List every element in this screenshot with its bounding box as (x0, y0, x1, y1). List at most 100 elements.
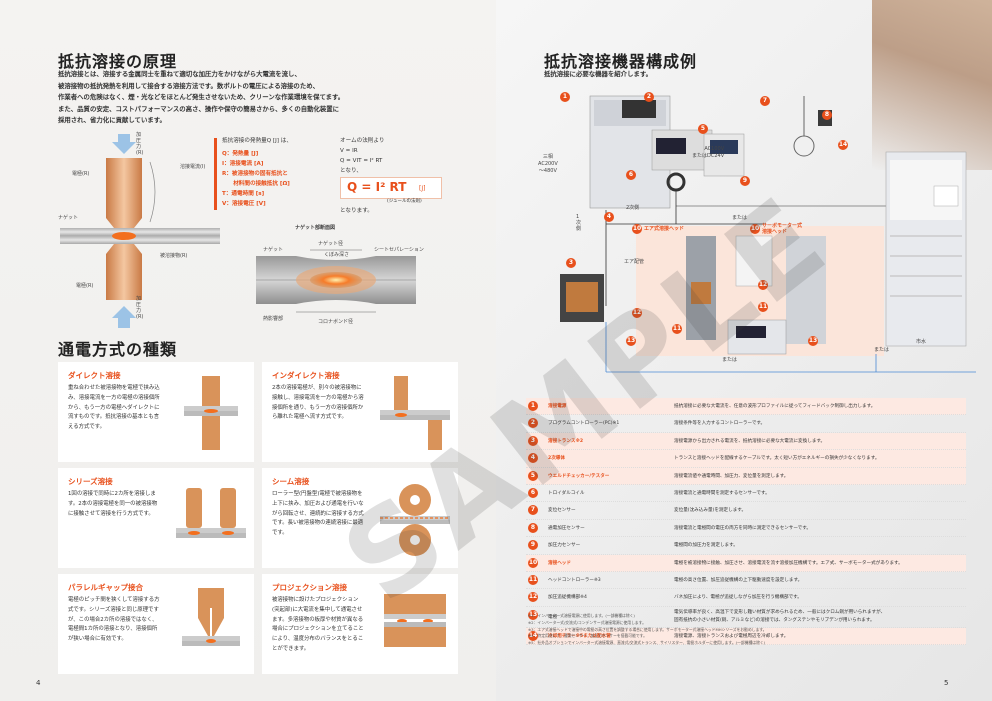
card-body: ローラー型(円盤型)電極で被溶接物を上下に挟み、加圧および通電を行いながら回転さ… (272, 491, 364, 537)
config-lead: 抵抗溶接に必要な機器を紹介します。 (544, 70, 652, 78)
footnote: ※1：インバーター式溶接電源に使用します。(一部機種は除く) (528, 613, 635, 618)
row-desc: 電極間の加圧力を測定します。 (674, 543, 738, 549)
row-desc: 変位量(沈み込み量)を測定します。 (674, 508, 747, 514)
row-desc: バネ加圧により、電極が追従しながら加圧を行う機構部です。 (674, 595, 802, 601)
lower-electrode (106, 254, 142, 300)
pressure-top-label: 加 圧 力 (R) (136, 132, 144, 156)
corona-label: コロナボンド径 (318, 319, 354, 325)
marker-10b: 10 (750, 224, 760, 234)
lead-line: 採用され、省力化に貢献しています。 (58, 116, 166, 124)
formula-main: Q = I² RT (347, 180, 407, 194)
row-number: 12 (528, 592, 538, 603)
current-label: 溶接電流(I) (180, 164, 206, 170)
marker-12: 12 (632, 308, 642, 318)
pressure-bottom-label: 加 圧 力 (R) (136, 296, 144, 320)
footnote: ※5：社外品オプションでインバーター式溶接電源、直流式/交流式トランス、サイリス… (528, 640, 766, 646)
workpiece-label: 被溶接物(R) (160, 253, 188, 259)
dent-label: くぼみ深さ (324, 252, 350, 258)
card-title: シリーズ溶接 (68, 477, 113, 486)
principle-lead: 抵抗溶接とは、溶接する金属同士を重ねて適切な加圧力をかけながら大電流を流し、 被… (58, 69, 478, 127)
row-name: 冷却用チラー※5または配水管 (548, 633, 611, 639)
upper-electrode (106, 158, 142, 218)
row-number: 11 (528, 574, 538, 585)
marker-14: 14 (838, 140, 848, 150)
ohm-2: Q = VIT = I² RT (340, 158, 383, 164)
row-desc: 溶接電流と通電時間を測定するセンサーです。 (674, 490, 770, 496)
row-name: 溶接電源 (548, 404, 567, 409)
row-desc: 抵抗溶接に必要な大電流を、任意の波形プロファイルに従ってフィードバック制御し出力… (674, 404, 876, 409)
card-seam: シーム溶接 ローラー型(円盤型)電極で被溶接物を上下に挟み、加圧および通電を行い… (262, 468, 458, 568)
card-body: 2本の溶接電極が、別々の被溶接物に接触し、溶接電流を一方の電極から溶接個所を通り… (272, 385, 364, 421)
row-desc: 電極を被溶接物に接触、加圧させ、溶接電流を流す溶接加圧機構です。エア式、サーボモ… (674, 560, 903, 566)
upper-sheet (60, 228, 220, 236)
marker-7: 7 (760, 96, 770, 106)
card-title: シーム溶接 (272, 477, 310, 486)
row-number: 14 (528, 630, 538, 641)
row-name: 変位センサー (548, 508, 576, 514)
formula-q: Q：発熱量 [J] (222, 151, 259, 157)
ohm-3: となり、 (340, 168, 362, 174)
formula-intro: 抵抗溶接の発熱量Q [J] は、 (222, 138, 292, 144)
series-welding-illustration (176, 488, 246, 538)
parallel-gap-illustration (182, 588, 240, 646)
card-projection: プロジェクション溶接 被溶接物に設けたプロジェクション(突起部)に大電流を集中し… (262, 574, 458, 674)
marker-13b: 13 (808, 336, 818, 346)
left-page: 抵抗溶接の原理 抵抗溶接とは、溶接する金属同士を重ねて適切な加圧力をかけながら大… (0, 0, 496, 701)
row-name: 通電加圧センサー (548, 525, 585, 531)
nugget-diagram-title: ナゲット部断面図 (295, 225, 336, 231)
secondary-label: 2次側 (626, 205, 640, 211)
equipment-diagram (560, 95, 976, 373)
row-desc: 溶接電流値や通電時間、加圧力、変位量を測定します。 (674, 473, 789, 479)
projection-welding-illustration (384, 594, 446, 647)
marker-13: 13 (626, 336, 636, 346)
nugget-label: ナゲット (58, 215, 79, 221)
page-number-left: 4 (36, 679, 41, 687)
air-head-label: エア式溶接ヘッド (644, 226, 685, 232)
row-desc: 電気伝導率が良く、高温下で変形し難い材質が求められるため、一般にはクロム銅が用い… (674, 609, 886, 615)
joule-label: (ジュールの法則) (387, 199, 422, 204)
config-title: 抵抗溶接機器構成例 (544, 52, 698, 71)
formula-box: 抵抗溶接の発熱量Q [J] は、 Q：発熱量 [J] I：溶接電流 [A] R：… (214, 136, 462, 218)
formula-main-box: Q = I² RT [J] (340, 177, 442, 199)
direct-welding-illustration (184, 376, 238, 450)
marker-12b: 12 (758, 280, 768, 290)
servo-head (786, 236, 826, 344)
footnotes: ※1：インバーター式溶接電源に使用します。(一部機種は除く) ※2：インバーター… (528, 613, 767, 647)
formula-unit: [J] (419, 185, 426, 192)
row-number: 6 (528, 487, 538, 498)
card-series: シリーズ溶接 1回の溶接で同時に2カ所を溶接します。2本の溶接電極を同一の被溶接… (58, 468, 254, 568)
marker-8: 8 (822, 110, 832, 120)
marker-11: 11 (672, 324, 682, 334)
electrode-bottom-label: 電極(R) (76, 283, 94, 289)
ac-label: AC100V またはDC24V (692, 146, 725, 159)
card-title: インダイレクト溶接 (272, 371, 340, 380)
page-number-right: 5 (944, 679, 949, 687)
seam-welding-illustration (380, 484, 450, 556)
footnote: ※2：インバーター式/交流式/コンデンサー式溶接電源に使用します。 (528, 619, 646, 625)
card-direct: ダイレクト溶接 重ね合わせた被溶接物を電極で挟み込み、溶接電流を一方の電極の溶接… (58, 362, 254, 462)
nugget-section-label: ナゲット (263, 247, 284, 253)
or-label-2: または (874, 347, 890, 353)
row-number: 9 (528, 540, 538, 551)
formula-r2: 材料間の接触抵抗 [Ω] (222, 181, 290, 187)
row-name: 溶接トランス※2 (548, 438, 584, 444)
right-page: 抵抗溶接機器構成例 抵抗溶接に必要な機器を紹介します。 (496, 0, 992, 701)
row-name: 溶接ヘッド (548, 560, 571, 566)
lower-sheet (60, 236, 220, 244)
pressure-arrow-down-icon (112, 134, 136, 154)
marker-10: 10 (632, 224, 642, 234)
row-number: 4 (528, 453, 538, 464)
ohm-intro: オームの法則より (340, 138, 385, 144)
sheet-sep-label: シートセパレーション (374, 247, 424, 253)
row-desc: 溶接条件等を入力するコントローラーです。 (674, 421, 766, 427)
primary-label: 1 次 側 (576, 214, 582, 232)
marker-2: 2 (644, 92, 654, 102)
principle-diagram (60, 134, 220, 328)
footnote: ※3：エア式溶接ヘッドで溶接中の電極の高さ位置を調整する場合に使用します。サーボ… (528, 626, 767, 632)
